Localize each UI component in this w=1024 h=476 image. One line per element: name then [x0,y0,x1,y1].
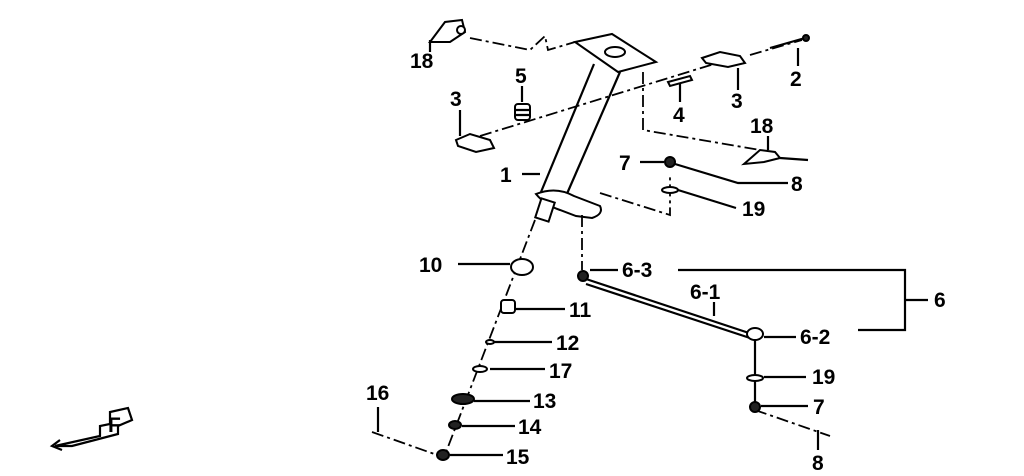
callout-15: 15 [506,446,530,469]
nut-part-14 [448,420,462,430]
callout-2: 2 [790,68,802,91]
tie-rod-part-6 [577,270,764,413]
steering-column-part-1 [533,32,659,223]
callout-11: 11 [569,299,592,322]
callout-4: 4 [673,104,685,127]
callout-17: 17 [549,360,572,383]
callout-14: 14 [518,416,542,439]
callout-3: 3 [731,90,743,113]
bushing-part-10 [510,258,534,276]
callout-8: 8 [812,452,824,475]
bearing-part-13 [451,393,475,405]
bracket-part-18-lower [740,148,809,166]
washer-part-17 [472,365,488,373]
pin-part-4 [666,74,694,88]
callout-6-3: 6-3 [622,259,652,282]
callout-7: 7 [619,152,631,175]
callout-1: 1 [500,164,512,187]
callout-8: 8 [791,173,803,196]
bolt-part-2 [769,34,810,50]
callout-12: 12 [556,332,579,355]
bushing-part-5 [514,103,531,121]
nut-part-15 [436,449,450,461]
washer-part-19-upper [661,186,679,194]
callout-10: 10 [419,254,442,277]
ring-part-12 [485,339,495,345]
callout-18: 18 [750,115,774,138]
callout-6: 6 [934,289,946,312]
callout-7: 7 [813,396,825,419]
callout-19: 19 [742,198,765,221]
svg-text:F: F [108,414,121,437]
assembly-guide-lines [371,34,831,461]
clamp-part-3-right [700,50,747,69]
collar-part-11 [500,299,516,314]
leader-lines [376,40,928,457]
front-direction-arrow-icon: F [49,406,134,452]
nut-part-7-upper [664,156,676,168]
callout-18: 18 [410,50,434,73]
callout-6-2: 6-2 [800,326,830,349]
callout-3: 3 [450,88,462,111]
bracket-part-18-upper [428,18,467,43]
callout-labels: 18 5 3 1 2 3 4 18 7 8 19 10 6-3 6-1 6 11… [366,50,946,475]
clamp-part-3-left [454,132,496,154]
callout-19: 19 [812,366,835,389]
callout-5: 5 [515,65,527,88]
callout-16: 16 [366,382,389,405]
callout-13: 13 [533,390,556,413]
callout-6-1: 6-1 [690,281,721,304]
